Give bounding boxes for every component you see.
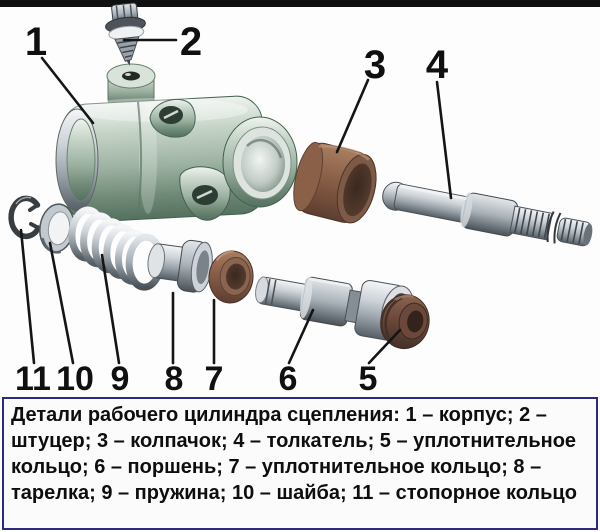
callout-5: 5	[359, 360, 378, 397]
callout-2: 2	[180, 20, 202, 64]
part-circlip	[8, 195, 42, 240]
callout-3: 3	[364, 43, 386, 87]
part-pushrod	[382, 181, 593, 247]
part-seal-ring-7	[208, 249, 254, 304]
callout-6: 6	[279, 360, 298, 397]
part-rubber-cap	[293, 141, 377, 224]
part-washer	[39, 203, 75, 254]
part-body	[55, 63, 298, 223]
callout-10: 10	[56, 360, 94, 397]
callout-4: 4	[426, 43, 449, 87]
part-seal-ring-5	[380, 294, 430, 350]
caption-box: Детали рабочего цилиндра сцепления: 1 – …	[2, 397, 598, 530]
part-spring	[68, 206, 165, 291]
callout-11: 11	[15, 360, 51, 397]
exploded-view-diagram: 1 2 3 4 11 10 9 8 7 6 5	[8, 2, 593, 397]
callout-8: 8	[165, 360, 184, 397]
part-bleed-fitting	[105, 2, 146, 66]
callout-9: 9	[111, 360, 130, 397]
callout-1: 1	[25, 20, 47, 64]
callout-7: 7	[205, 360, 224, 397]
top-black-bar	[0, 0, 600, 7]
part-seat-plate	[147, 239, 213, 293]
leader-lines	[19, 38, 453, 365]
caption-text: Детали рабочего цилиндра сцепления: 1 – …	[11, 404, 577, 504]
